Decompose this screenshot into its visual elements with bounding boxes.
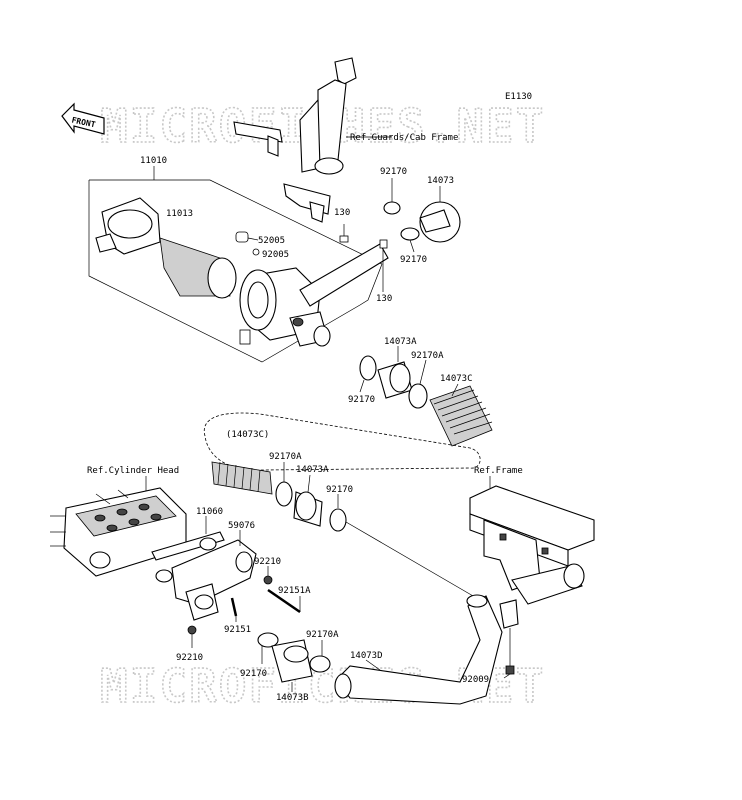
part-130-upper: 130 [334, 208, 350, 218]
part-14073A-upper: 14073A [384, 337, 417, 347]
ref-frame: Ref.Frame [474, 466, 523, 476]
part-11060: 11060 [196, 507, 223, 517]
manifold-59076 [171, 539, 257, 621]
part-92170-mid: 92170 [348, 395, 375, 405]
part-14073D: 14073D [350, 651, 383, 661]
clamp-92170-top [383, 201, 420, 241]
part-92210-upper: 92210 [254, 557, 281, 567]
bolt-52005 [235, 231, 260, 256]
part-92210-lower: 92210 [176, 653, 203, 663]
part-52005: 52005 [258, 236, 285, 246]
part-59076: 59076 [228, 521, 255, 531]
part-92151A: 92151A [278, 586, 311, 596]
part-14073C: 14073C [440, 374, 473, 384]
part-92170-b: 92170 [400, 255, 427, 265]
part-130-lower: 130 [376, 294, 392, 304]
cylinder-head [50, 487, 187, 577]
part-92170A-lower: 92170A [269, 452, 302, 462]
gasket-11060 [151, 531, 225, 583]
front-arrow-icon: FRONT [61, 102, 105, 135]
part-14073A-lower: 14073A [296, 465, 329, 475]
bellows-14073C [429, 385, 493, 447]
diagram-code: E1130 [505, 92, 532, 102]
ref-guards-cab-frame: Ref.Guards/Cab Frame [350, 133, 458, 143]
part-11010: 11010 [140, 156, 167, 166]
frame-rail [469, 485, 595, 629]
part-92170A-bottom: 92170A [306, 630, 339, 640]
connector-14073B [257, 632, 331, 683]
air-cleaner-housing [239, 243, 389, 347]
part-92009: 92009 [462, 675, 489, 685]
part-92005: 92005 [262, 250, 289, 260]
part-92170-top: 92170 [380, 167, 407, 177]
part-11013: 11013 [166, 209, 193, 219]
hose-14073 [419, 201, 461, 243]
dashed-connection [203, 412, 481, 471]
air-cleaner-outline [88, 179, 383, 363]
part-92170A-upper: 92170A [411, 351, 444, 361]
cab-frame-bracket [233, 57, 357, 223]
ref-cylinder-head: Ref.Cylinder Head [87, 466, 179, 476]
hose-14073A-upper [359, 355, 428, 409]
part-92170-lower: 92170 [326, 485, 353, 495]
part-14073B: 14073B [276, 693, 309, 703]
filter-element-11013 [95, 197, 237, 299]
pipe-14073D [334, 594, 503, 705]
bellows-lower [211, 461, 347, 532]
part-14073: 14073 [427, 176, 454, 186]
part-92151: 92151 [224, 625, 251, 635]
part-92170-bottom: 92170 [240, 669, 267, 679]
part-14073C-ref: (14073C) [226, 430, 269, 440]
